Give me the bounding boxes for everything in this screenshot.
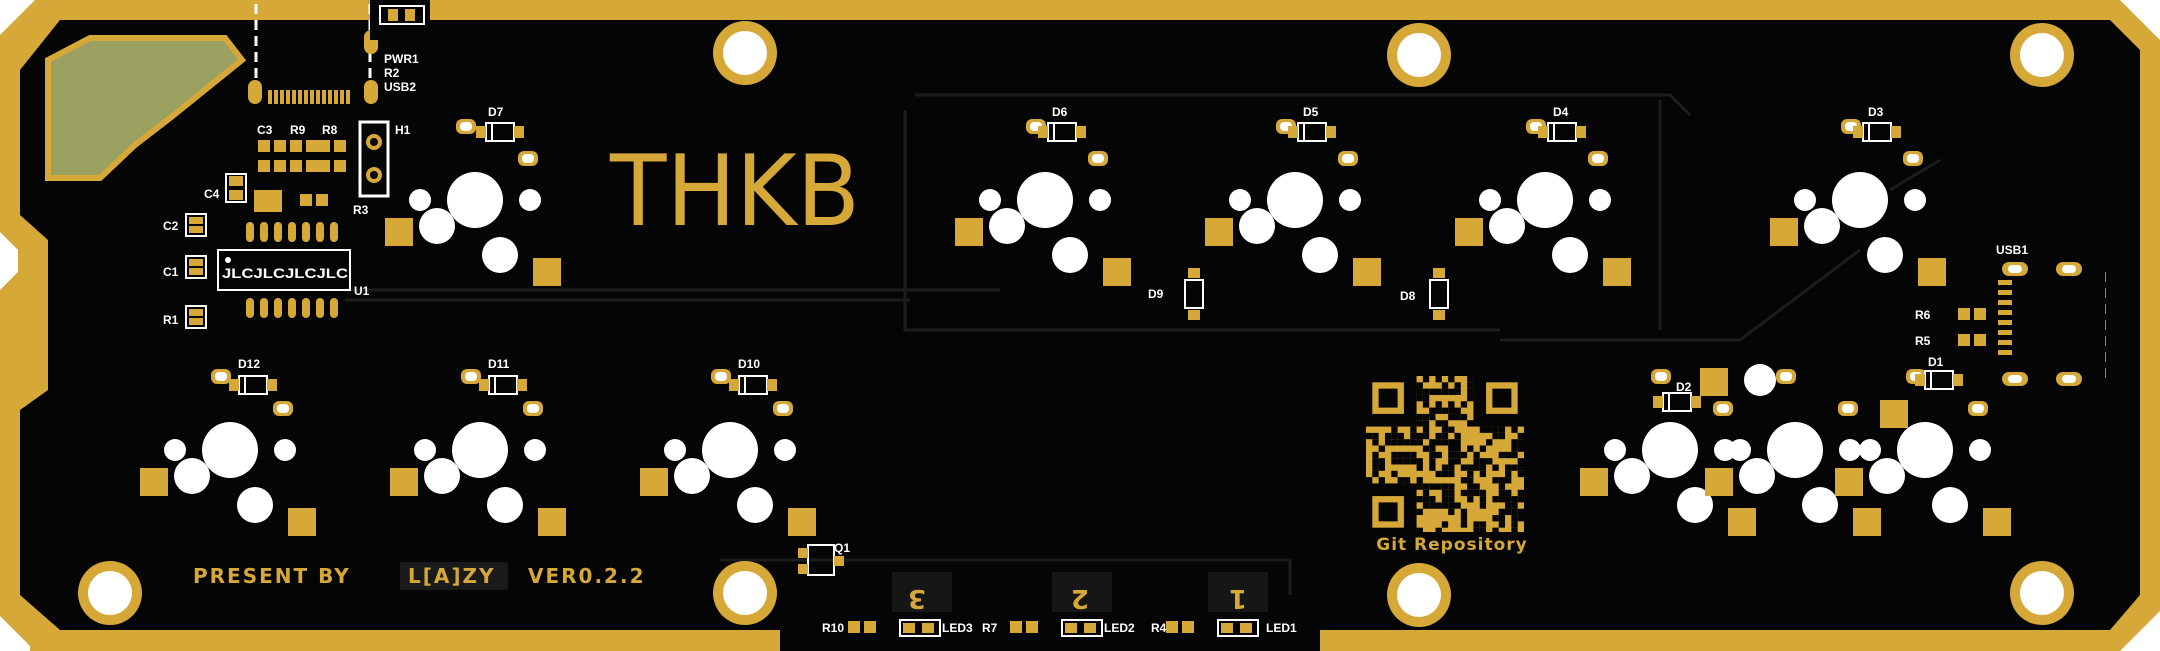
label-d1: D1 [1928, 355, 1944, 369]
label-r4: R4 [1151, 621, 1167, 635]
label-d2: D2 [1676, 380, 1692, 394]
label-r1: R1 [163, 313, 179, 327]
label-d5: D5 [1303, 105, 1319, 119]
label-d4: D4 [1553, 105, 1569, 119]
layer-number-1: 1 [1229, 583, 1247, 613]
label-led1: LED1 [1266, 621, 1297, 635]
label-d9: D9 [1148, 287, 1164, 301]
label-r9: R9 [290, 123, 306, 137]
label-d12: D12 [238, 357, 260, 371]
label-r10: R10 [822, 621, 844, 635]
qr-code [1362, 372, 1528, 536]
layer-number-3: 3 [908, 583, 926, 613]
label-d7: D7 [488, 105, 504, 119]
board-version: VER0.2.2 [528, 564, 645, 588]
label-led3: LED3 [942, 621, 973, 635]
label-r7: R7 [982, 621, 998, 635]
label-r6: R6 [1915, 308, 1931, 322]
label-h1: H1 [395, 123, 411, 137]
label-r8: R8 [322, 123, 338, 137]
u1-marking: JLCJLCJLCJLC [222, 265, 348, 281]
label-c2: C2 [163, 219, 179, 233]
label-r2: R2 [384, 66, 400, 80]
label-d11: D11 [488, 357, 510, 371]
label-d3: D3 [1868, 105, 1884, 119]
board-logo: THKB [609, 135, 860, 249]
label-usb1: USB1 [1996, 243, 2028, 257]
credit-name: L[A]ZY [408, 564, 496, 588]
credit-prefix: PRESENT BY [193, 564, 351, 588]
layer-number-2: 2 [1071, 583, 1089, 613]
label-c4: C4 [204, 187, 220, 201]
label-led2: LED2 [1104, 621, 1135, 635]
label-u1: U1 [354, 284, 370, 298]
label-r3: R3 [353, 203, 369, 217]
label-q1: Q1 [834, 541, 850, 555]
usb2-connector [248, 0, 430, 104]
label-d6: D6 [1052, 105, 1068, 119]
qr-caption: Git Repository [1376, 535, 1528, 555]
usb1-connector [1990, 262, 2105, 386]
label-c1: C1 [163, 265, 179, 279]
label-d8: D8 [1400, 289, 1416, 303]
label-r5: R5 [1915, 334, 1931, 348]
label-pwr1: PWR1 [384, 52, 419, 66]
label-c3: C3 [257, 123, 273, 137]
label-usb2: USB2 [384, 80, 416, 94]
mounting-holes [78, 21, 2074, 627]
mcu-area [185, 120, 390, 329]
led-tab [780, 572, 1320, 651]
label-d10: D10 [738, 357, 760, 371]
